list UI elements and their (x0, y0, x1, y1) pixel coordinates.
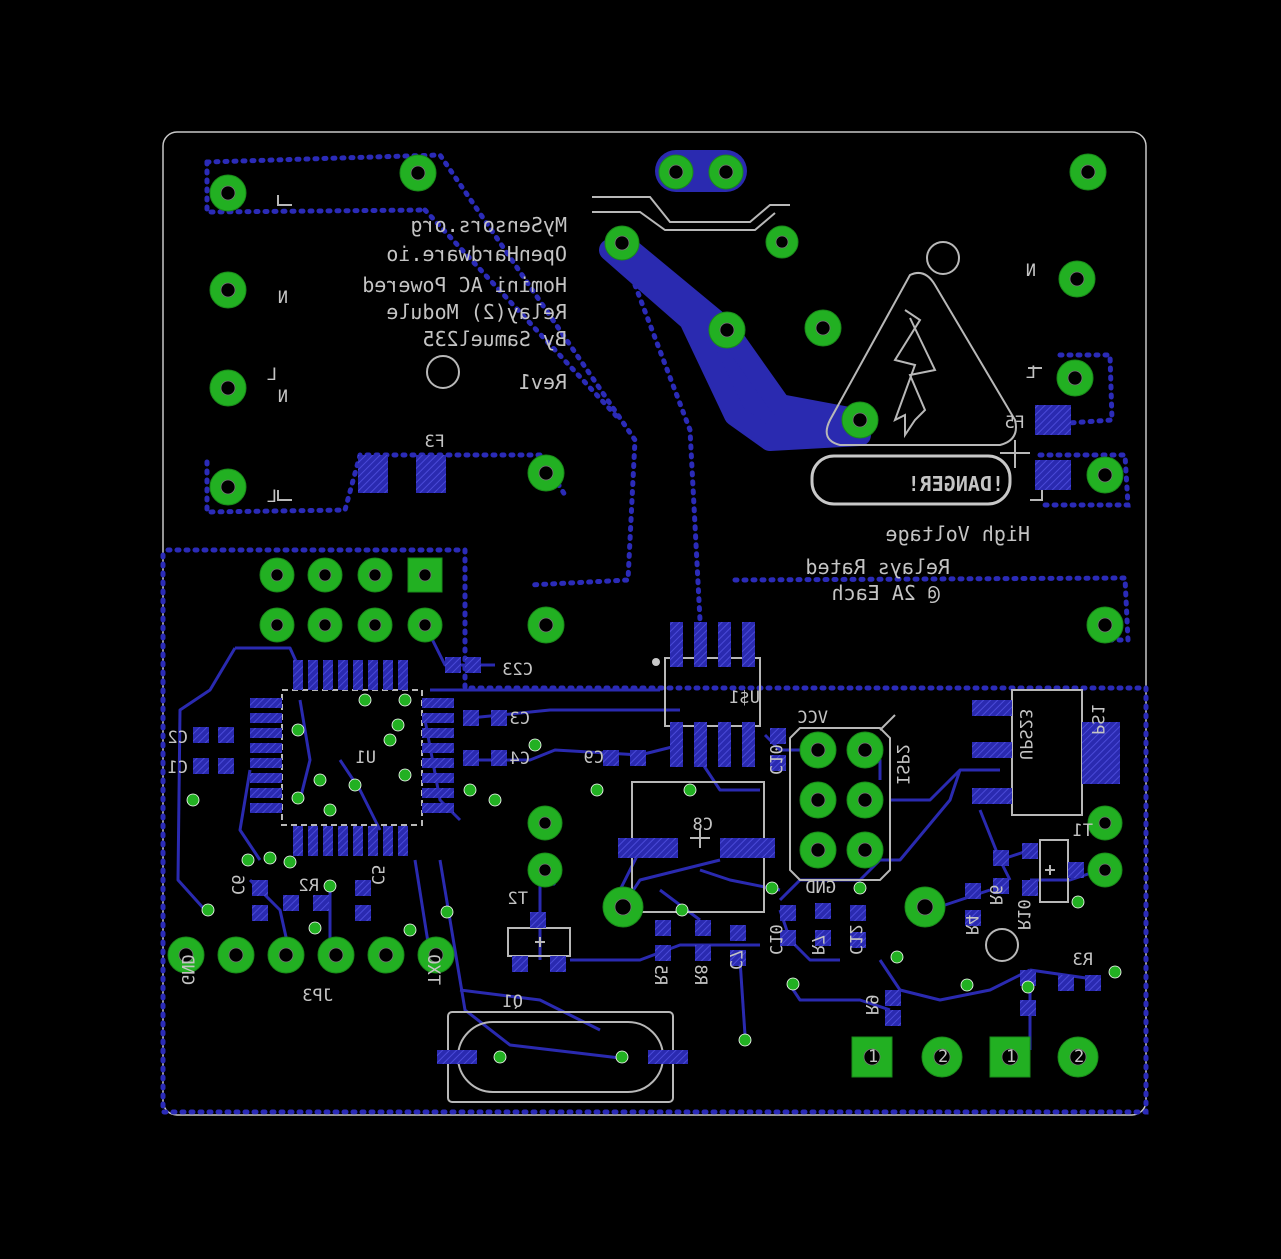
label-jp3: JP3 (302, 986, 333, 1006)
label-r8: R8 (690, 965, 710, 985)
title-line-1: MySensors.org (410, 213, 567, 237)
relay-silk (592, 196, 790, 231)
high-voltage-warning-icon (825, 272, 1017, 446)
label-c12: C12 (845, 924, 865, 955)
u1-outline (281, 689, 423, 826)
label-r4: R4 (961, 915, 981, 935)
label-c4: C4 (510, 749, 530, 769)
label-c11: C10 (765, 924, 785, 955)
fiducials (426, 241, 1019, 962)
square-pads (407, 557, 1031, 1078)
label-ps1: PS1 (1087, 704, 1107, 735)
title-line-3: Homini AC Powered (362, 273, 567, 297)
pin-number-labels: 1 2 1 2 (868, 1047, 1084, 1067)
label-n-1: N (278, 288, 288, 308)
label-c7: C7 (725, 950, 745, 970)
pin-1a: 1 (868, 1047, 878, 1067)
danger-text: !DANGER! (908, 472, 1004, 496)
label-c10: C10 (765, 744, 785, 775)
label-f3: F3 (425, 432, 445, 452)
u-dollar-1-outline (664, 657, 761, 727)
label-l-2: L (267, 487, 277, 507)
danger-box (810, 454, 1012, 506)
label-n-3: N (1026, 261, 1036, 281)
label-f5: F5 (1005, 413, 1025, 433)
silk-brackets (277, 195, 1055, 947)
pin-1b: 1 (1006, 1047, 1016, 1067)
label-l-3: L (1026, 363, 1036, 383)
label-c23: C23 (502, 660, 533, 680)
label-r6: R6 (985, 885, 1005, 905)
label-r5: R5 (650, 965, 670, 985)
label-c8: C8 (693, 815, 713, 835)
label-l-1: L (267, 365, 277, 385)
pin-2b: 2 (1074, 1047, 1084, 1067)
u-dollar-1-pads (670, 622, 755, 767)
crystal-q1-outline (447, 1011, 674, 1103)
label-c5: C5 (367, 865, 387, 885)
label-gnd: GND (805, 878, 836, 898)
label-r10: R10 (1013, 899, 1033, 930)
label-txo: TXO (423, 954, 443, 985)
vertical-labels: GND TXO C6 C5 R5 R8 C7 C10 R7 C12 R9 R6 … (177, 704, 1107, 1015)
label-vcc: VCC (797, 708, 828, 728)
u1-pads (250, 660, 454, 856)
label-r9: R9 (861, 995, 881, 1015)
label-isp2: ISP2 (892, 744, 912, 785)
relays-rated-text: Relays Rated (806, 555, 951, 579)
pin-2a: 2 (938, 1047, 948, 1067)
label-c6: C6 (227, 875, 247, 895)
title-line-6: Rev1 (519, 370, 567, 394)
title-line-5: By Samuel235 (423, 327, 568, 351)
label-u1: U1 (356, 748, 376, 768)
label-c2: C2 (168, 728, 188, 748)
title-line-2: OpenHardware.io (386, 242, 567, 266)
label-gnd-pin: GND (177, 954, 197, 985)
smd-component-pads (193, 657, 1101, 1064)
label-r2: R2 (299, 876, 319, 896)
label-u-dollar-1: U$1 (729, 688, 760, 708)
isp-outline (789, 727, 891, 881)
vias (186, 693, 1122, 1064)
label-t1: T1 (1073, 821, 1093, 841)
high-voltage-text: High Voltage (886, 522, 1031, 546)
label-r3: R3 (1073, 950, 1093, 970)
label-ups23: UPS23 (1015, 709, 1035, 760)
label-r7: R7 (807, 935, 827, 955)
label-c1: C1 (168, 758, 188, 778)
pad-holes (178, 164, 1113, 1066)
label-c3: C3 (510, 709, 530, 729)
title-block: MySensors.org OpenHardware.io Homini AC … (168, 213, 1093, 1012)
label-c9: C9 (584, 748, 604, 768)
label-q1: Q1 (503, 992, 523, 1012)
label-t2: T2 (508, 889, 528, 909)
title-line-4: Relay(2) Module (386, 300, 567, 324)
board-outline (162, 131, 1147, 1116)
rating-text: @ 2A Each (832, 581, 940, 605)
label-n-2: N (278, 387, 288, 407)
